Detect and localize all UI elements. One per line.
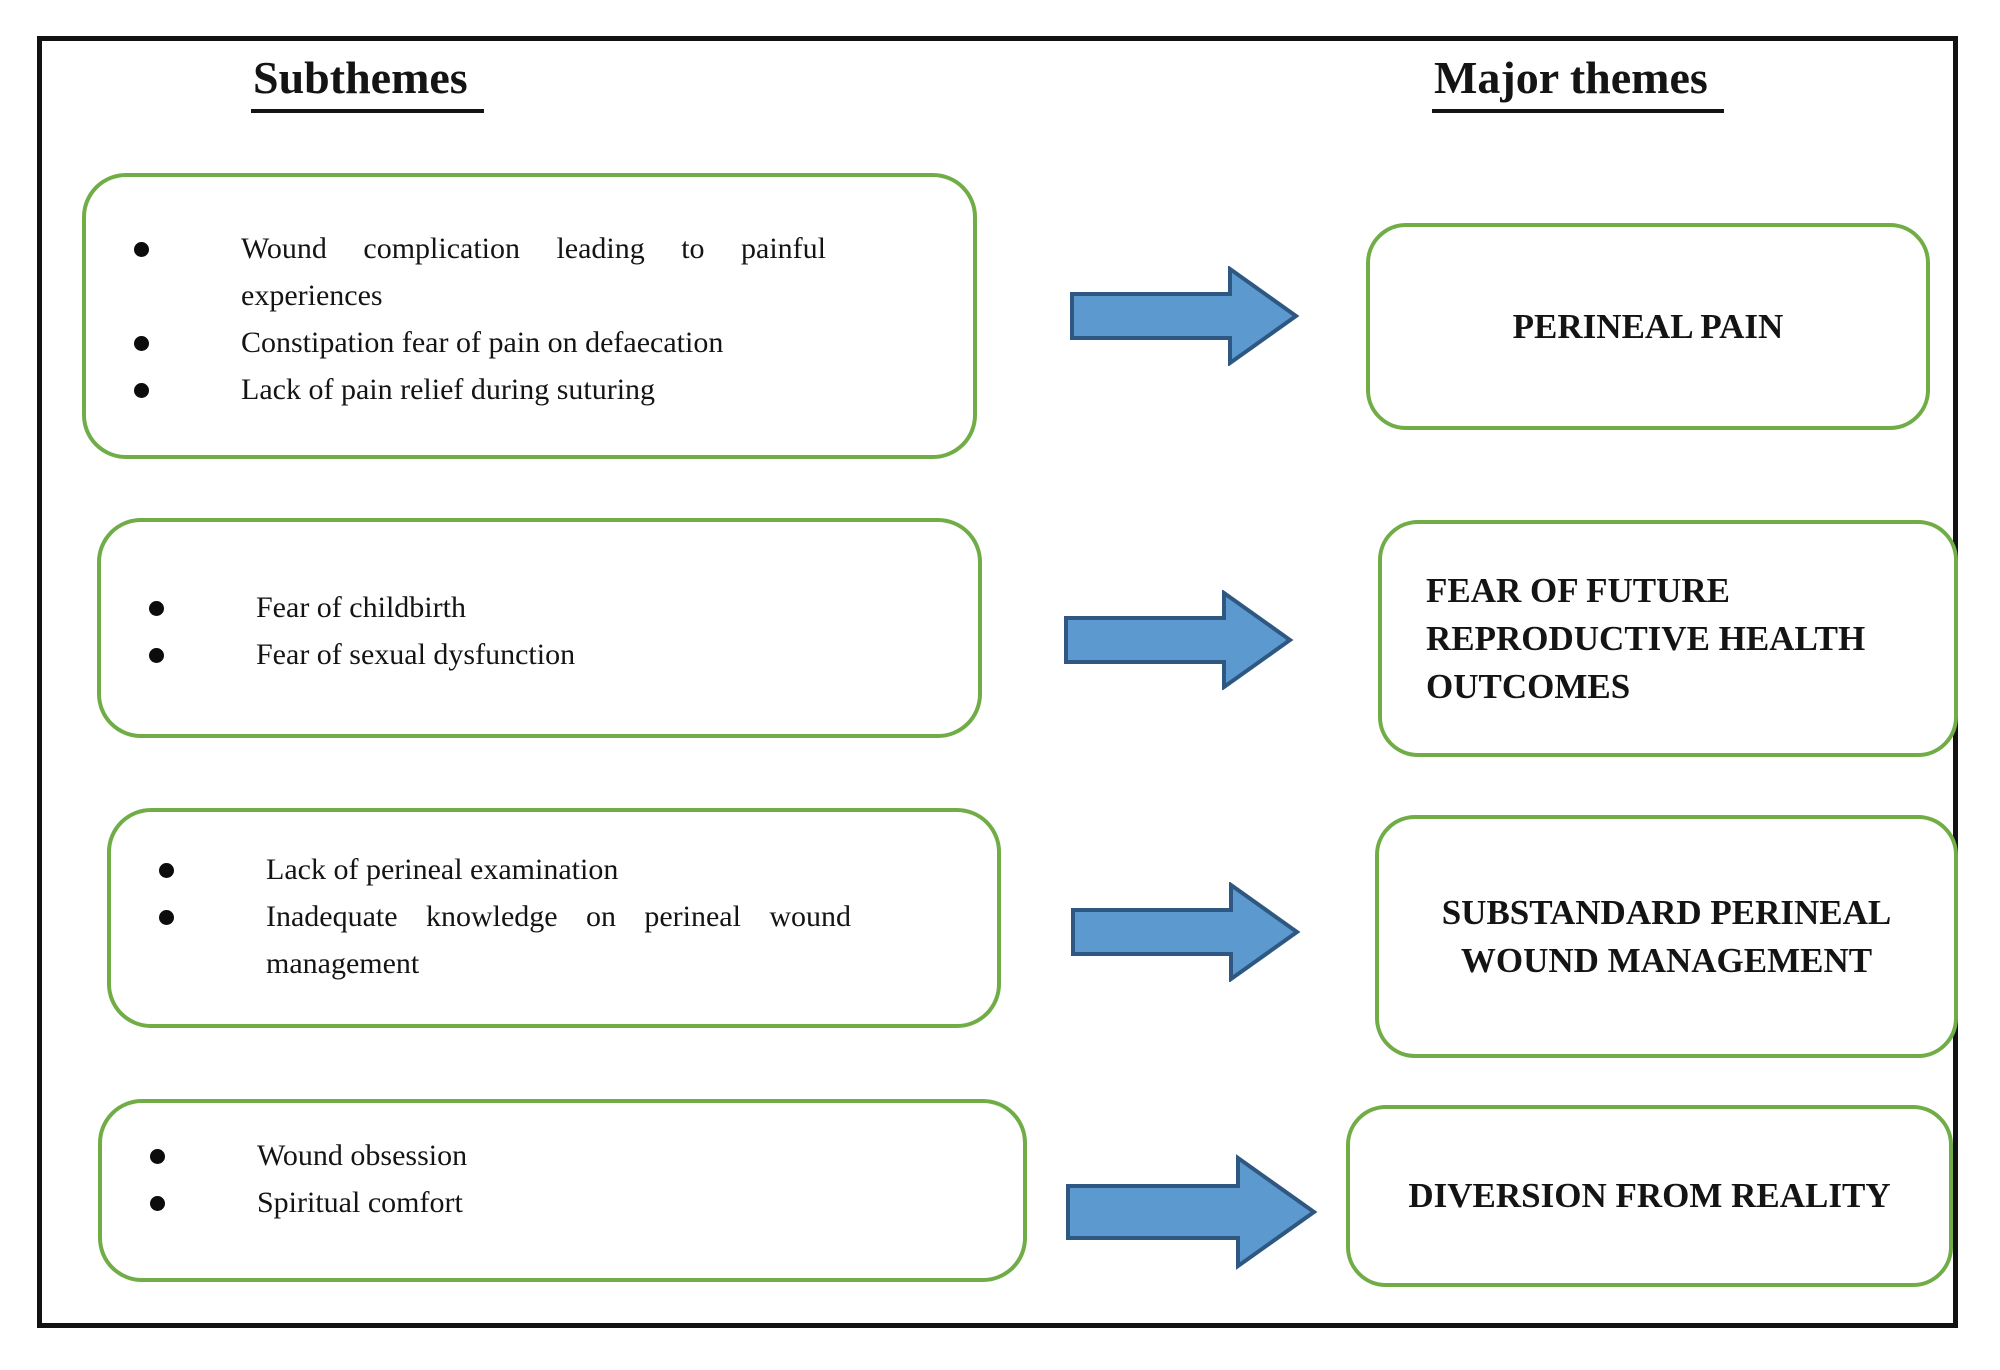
subtheme-item: Wound obsession [102, 1132, 1023, 1179]
subtheme-item: Inadequate knowledge on perineal wound m… [111, 893, 997, 987]
subthemes-header-label: Subthemes [251, 52, 484, 113]
subtheme-text: Constipation fear of pain on defaecation [241, 326, 724, 359]
bullet-icon [159, 863, 174, 878]
major-theme-label: PERINEAL PAIN [1512, 306, 1784, 346]
bullet-icon [159, 910, 174, 925]
major-theme-box-wound-management: SUBSTANDARD PERINEAL WOUND MANAGEMENT [1375, 815, 1958, 1058]
bullet-icon [134, 383, 149, 398]
bullet-icon [134, 336, 149, 351]
subtheme-item: Lack of perineal examination [111, 846, 997, 893]
major-theme-box-diversion: DIVERSION FROM REALITY [1346, 1105, 1953, 1287]
subtheme-item: Wound complication leading to painful ex… [86, 225, 973, 319]
subtheme-text: Lack of pain relief during suturing [241, 373, 656, 406]
bullet-icon [149, 601, 164, 616]
subtheme-text: Wound complication leading to painful ex… [241, 232, 826, 312]
subthemes-header: Subthemes [251, 52, 484, 113]
right-arrow-icon [1071, 882, 1301, 982]
bullet-icon [150, 1149, 165, 1164]
major-themes-header: Major themes [1432, 52, 1724, 113]
subtheme-box-perineal-pain: Wound complication leading to painful ex… [82, 173, 977, 459]
subtheme-item: Lack of pain relief during suturing [86, 366, 973, 413]
major-theme-box-perineal-pain: PERINEAL PAIN [1366, 223, 1930, 430]
major-theme-label: FEAR OF FUTURE REPRODUCTIVE HEALTH OUTCO… [1426, 570, 1866, 706]
right-arrow-icon [1064, 590, 1294, 690]
bullet-icon [149, 648, 164, 663]
major-themes-header-label: Major themes [1432, 52, 1724, 113]
subtheme-text: Fear of sexual dysfunction [256, 638, 576, 671]
major-theme-box-fear-outcomes: FEAR OF FUTURE REPRODUCTIVE HEALTH OUTCO… [1378, 520, 1958, 757]
subtheme-text: Spiritual comfort [257, 1186, 463, 1219]
right-arrow-icon [1066, 1154, 1318, 1270]
bullet-icon [150, 1196, 165, 1211]
subtheme-text: Lack of perineal examination [266, 853, 619, 886]
right-arrow-icon [1070, 266, 1300, 366]
subtheme-item: Fear of sexual dysfunction [101, 631, 978, 678]
subtheme-text: Wound obsession [257, 1139, 468, 1172]
subtheme-item: Fear of childbirth [101, 584, 978, 631]
subtheme-text: Inadequate knowledge on perineal wound m… [266, 900, 851, 980]
subtheme-item: Constipation fear of pain on defaecation [86, 319, 973, 366]
major-theme-label: SUBSTANDARD PERINEAL WOUND MANAGEMENT [1441, 892, 1892, 980]
major-theme-label: DIVERSION FROM REALITY [1408, 1176, 1891, 1215]
bullet-icon [134, 242, 149, 257]
subtheme-text: Fear of childbirth [256, 591, 466, 624]
subtheme-item: Spiritual comfort [102, 1179, 1023, 1226]
